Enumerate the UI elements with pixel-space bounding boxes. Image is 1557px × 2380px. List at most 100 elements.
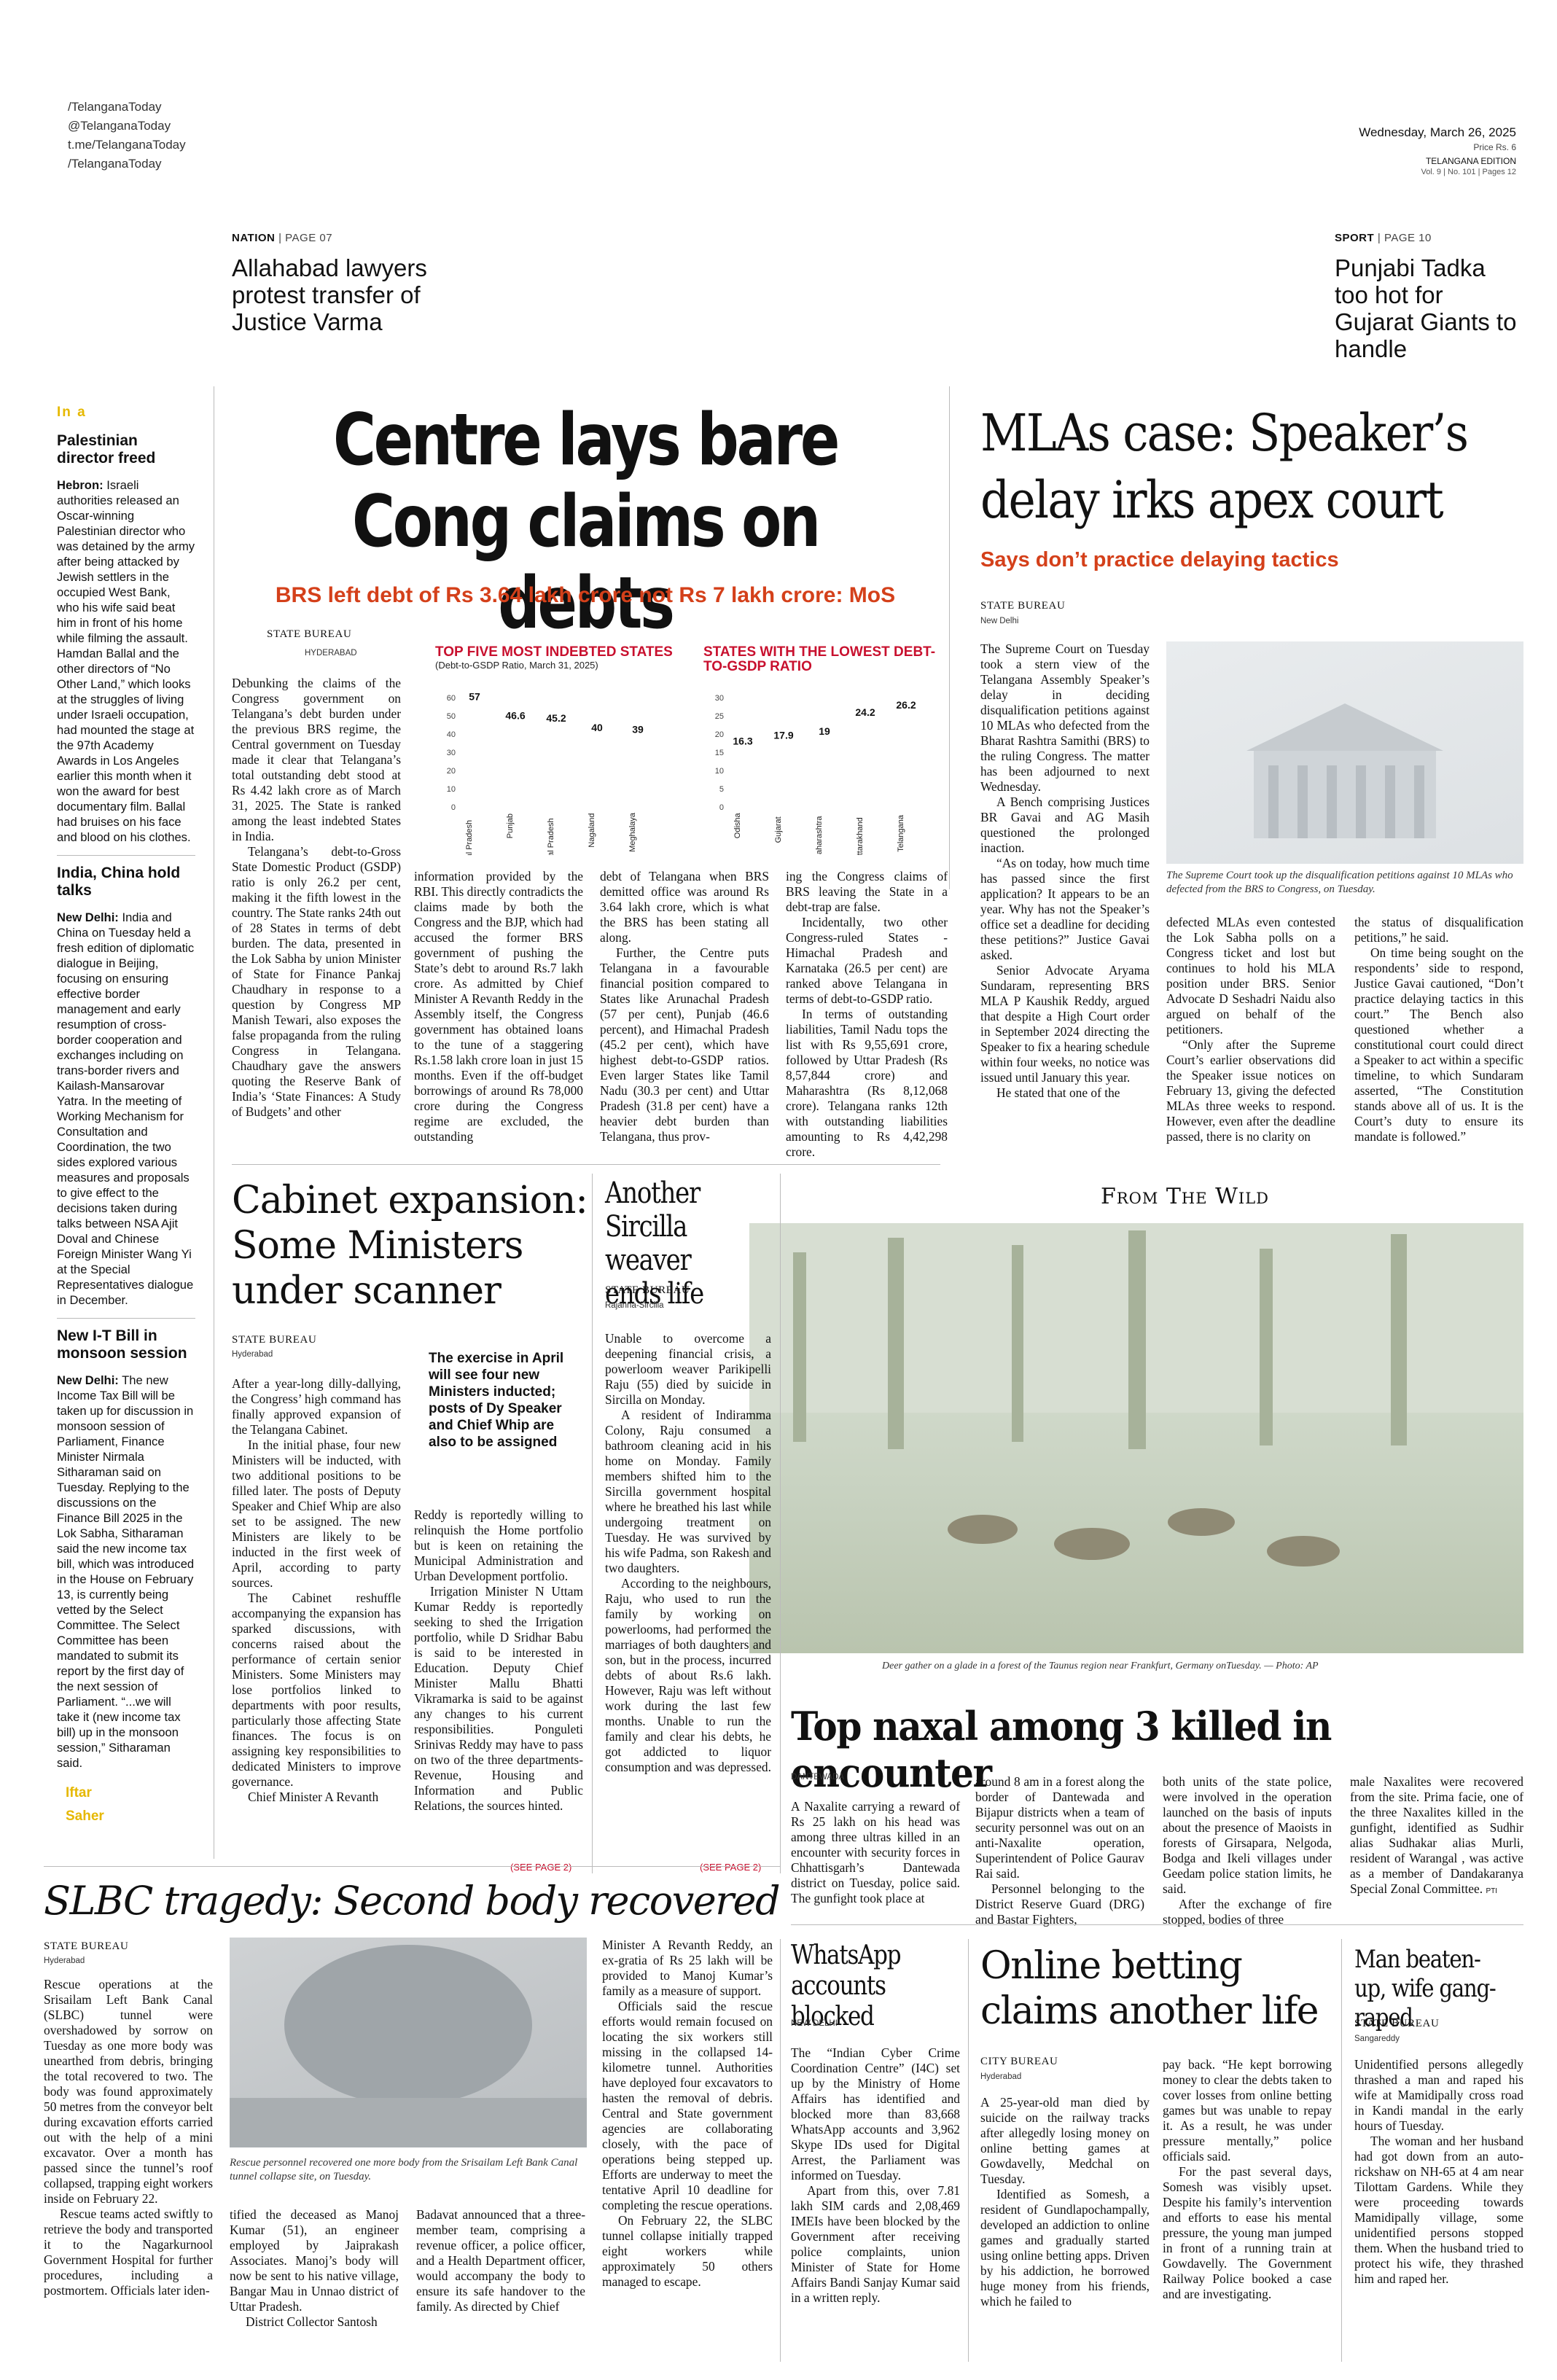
sc-subhead: Says don’t practice delaying tactics <box>980 548 1339 571</box>
data-label: 57 <box>469 691 480 703</box>
weaver-col-1: Unable to overcome a deepening financial… <box>605 1331 771 1774</box>
data-label: 26.2 <box>896 699 916 711</box>
weaver-continued-link[interactable]: (SEE PAGE 2) <box>700 1862 762 1873</box>
cabinet-byline: STATE BUREAU <box>232 1334 317 1346</box>
sc-col-3: the status of disqualification petitions… <box>1354 915 1523 1144</box>
chart-subtitle: (Debt-to-GSDP Ratio, March 31, 2025) <box>435 660 598 671</box>
sidebar-footer: Iftar Saher <box>66 1782 104 1828</box>
y-tick-label: 30 <box>447 749 456 757</box>
slbc-dateline: Hyderabad <box>44 1956 85 1965</box>
sc-photo-caption: The Supreme Court took up the disqualifi… <box>1166 870 1513 895</box>
category-label: Arunachal Pradesh <box>465 820 474 855</box>
category-label: Punjab <box>506 814 515 838</box>
cabinet-headline[interactable]: Cabinet expansion: Some Ministers under … <box>232 1179 588 1313</box>
brief-item: India, China hold talks New Delhi: India… <box>57 865 195 1307</box>
issue-date: Wednesday, March 26, 2025 <box>1359 125 1516 139</box>
betting-headline[interactable]: Online betting claims another life <box>980 1944 1319 2033</box>
slbc-photo <box>230 1938 587 2147</box>
cabinet-pullquote: The exercise in April will see four new … <box>429 1351 564 1450</box>
slbc-col-2: tified the deceased as Manoj Kumar (51),… <box>230 2207 399 2329</box>
social-facebook[interactable]: /TelanganaToday <box>68 100 162 114</box>
data-label: 46.6 <box>505 710 525 722</box>
supreme-court-photo-placeholder <box>1246 703 1443 838</box>
brief-item: Palestinian director freed Hebron: Israe… <box>57 432 195 844</box>
data-label: 24.2 <box>855 706 875 718</box>
betting-col-1: A 25-year-old man died by suicide on the… <box>980 2095 1150 2309</box>
sc-headline[interactable]: MLAs case: Speaker’s delay irks apex cou… <box>980 403 1469 530</box>
weaver-byline: STATE BUREAU <box>605 1284 690 1296</box>
sc-col-1: The Supreme Court on Tuesday took a ster… <box>980 641 1150 1100</box>
y-tick-label: 0 <box>719 803 724 812</box>
y-tick-label: 60 <box>447 694 456 703</box>
brief-item: New I-T Bill in monsoon session New Delh… <box>57 1327 195 1770</box>
deer-photo-placeholder <box>749 1223 1523 1566</box>
slbc-byline: STATE BUREAU <box>44 1940 129 1952</box>
data-label: 19 <box>819 725 830 737</box>
slbc-col-3: Badavat announced that a three-member te… <box>416 2207 585 2314</box>
lead-dateline: HYDERABAD <box>305 649 357 658</box>
category-label: Nagaland <box>588 814 596 848</box>
teaser-nation[interactable]: NATION | PAGE 07 Allahabad lawyers prote… <box>232 232 450 335</box>
whatsapp-dateline: NEW DELHI <box>791 2019 838 2028</box>
slbc-photo-caption: Rescue personnel recovered one more body… <box>230 2157 578 2182</box>
whatsapp-headline[interactable]: WhatsApp accounts blocked <box>791 1940 902 2032</box>
social-instagram[interactable]: /TelanganaToday <box>68 157 162 171</box>
betting-byline: CITY BUREAU <box>980 2056 1058 2067</box>
naxal-col-3: both units of the state police, were inv… <box>1163 1774 1332 1927</box>
betting-col-2: pay back. “He kept borrowing money to cl… <box>1163 2057 1332 2301</box>
social-twitter[interactable]: @TelanganaToday <box>68 119 171 133</box>
lead-subhead: BRS left debt of Rs 3.64 lakh crore not … <box>275 583 896 607</box>
rescue-photo-placeholder <box>230 1945 587 2147</box>
y-tick-label: 0 <box>451 803 456 812</box>
slbc-col-4: Minister A Revanth Reddy, an ex-gratia o… <box>602 1938 773 2289</box>
weaver-headline[interactable]: Another Sircilla weaver ends life <box>605 1177 704 1311</box>
cabinet-continued-link[interactable]: (SEE PAGE 2) <box>510 1862 572 1873</box>
data-label: 16.3 <box>733 736 752 747</box>
naxal-dateline: DANTEWADA <box>791 1773 845 1782</box>
gangrape-headline[interactable]: Man beaten-up, wife gang-raped <box>1354 1945 1496 2032</box>
teaser-kicker: SPORT | PAGE 10 <box>1335 232 1432 244</box>
y-tick-label: 20 <box>715 730 724 739</box>
lead-col-4: ing the Congress claims of BRS leaving t… <box>786 869 948 1159</box>
sidebar-label: In a <box>57 405 87 420</box>
teaser-headline: Punjabi Tadka too hot for Gujarat Giants… <box>1335 254 1517 362</box>
sc-col-2: defected MLAs even contested the Lok Sab… <box>1166 915 1335 1144</box>
category-label: Meghalaya <box>628 812 637 852</box>
category-label: Telangana <box>897 814 905 852</box>
category-label: Uttarakhand <box>856 817 865 855</box>
y-tick-label: 15 <box>715 749 724 757</box>
brief-title: India, China hold talks <box>57 865 181 899</box>
sc-byline: STATE BUREAU <box>980 600 1066 612</box>
wild-caption: Deer gather on a glade in a forest of th… <box>882 1661 1319 1671</box>
teaser-kicker: NATION | PAGE 07 <box>232 232 333 244</box>
cabinet-dateline: Hyderabad <box>232 1350 273 1359</box>
chart-most-indebted: TOP FIVE MOST INDEBTED STATES (Debt-to-G… <box>435 645 676 857</box>
slbc-headline[interactable]: SLBC tragedy: Second body recovered <box>44 1878 781 1924</box>
gangrape-col-1: Unidentified persons allegedly thrashed … <box>1354 2057 1523 2286</box>
y-tick-label: 5 <box>719 785 724 794</box>
category-label: Maharashtra <box>815 816 824 855</box>
lead-headline[interactable]: Centre lays bare Cong claims on debts <box>332 399 840 645</box>
data-label: 45.2 <box>546 712 566 724</box>
y-tick-label: 20 <box>447 767 456 776</box>
lead-byline: STATE BUREAU <box>267 628 352 640</box>
category-label: Gujarat <box>774 816 783 843</box>
y-tick-label: 40 <box>447 730 456 739</box>
teaser-headline: Allahabad lawyers protest transfer of Ju… <box>232 254 427 335</box>
social-links: /TelanganaToday @TelanganaToday t.me/Tel… <box>68 98 186 173</box>
issue-volume: Vol. 9 | No. 101 | Pages 12 <box>1421 168 1516 176</box>
category-label: Odisha <box>733 812 742 838</box>
issue-price: Price Rs. 6 <box>1473 142 1516 152</box>
naxal-headline[interactable]: Top naxal among 3 killed in encounter <box>791 1703 1332 1796</box>
lead-col-3: debt of Telangana when BRS demitted offi… <box>600 869 769 1144</box>
chart-title: TOP FIVE MOST INDEBTED STATES <box>435 644 673 660</box>
y-tick-label: 30 <box>715 694 724 703</box>
social-telegram[interactable]: t.me/TelanganaToday <box>68 138 186 152</box>
lead-col-2: information provided by the RBI. This di… <box>414 869 583 1144</box>
chart-least-indebted: STATES WITH THE LOWEST DEBT-TO-GSDP RATI… <box>703 645 944 857</box>
cabinet-col-1: After a year-long dilly-dallying, the Co… <box>232 1376 401 1804</box>
teaser-sport[interactable]: SPORT | PAGE 10 Punjabi Tadka too hot fo… <box>1335 232 1524 362</box>
brief-title: New I-T Bill in monsoon session <box>57 1327 187 1362</box>
wild-label: From The Wild <box>1101 1184 1269 1209</box>
